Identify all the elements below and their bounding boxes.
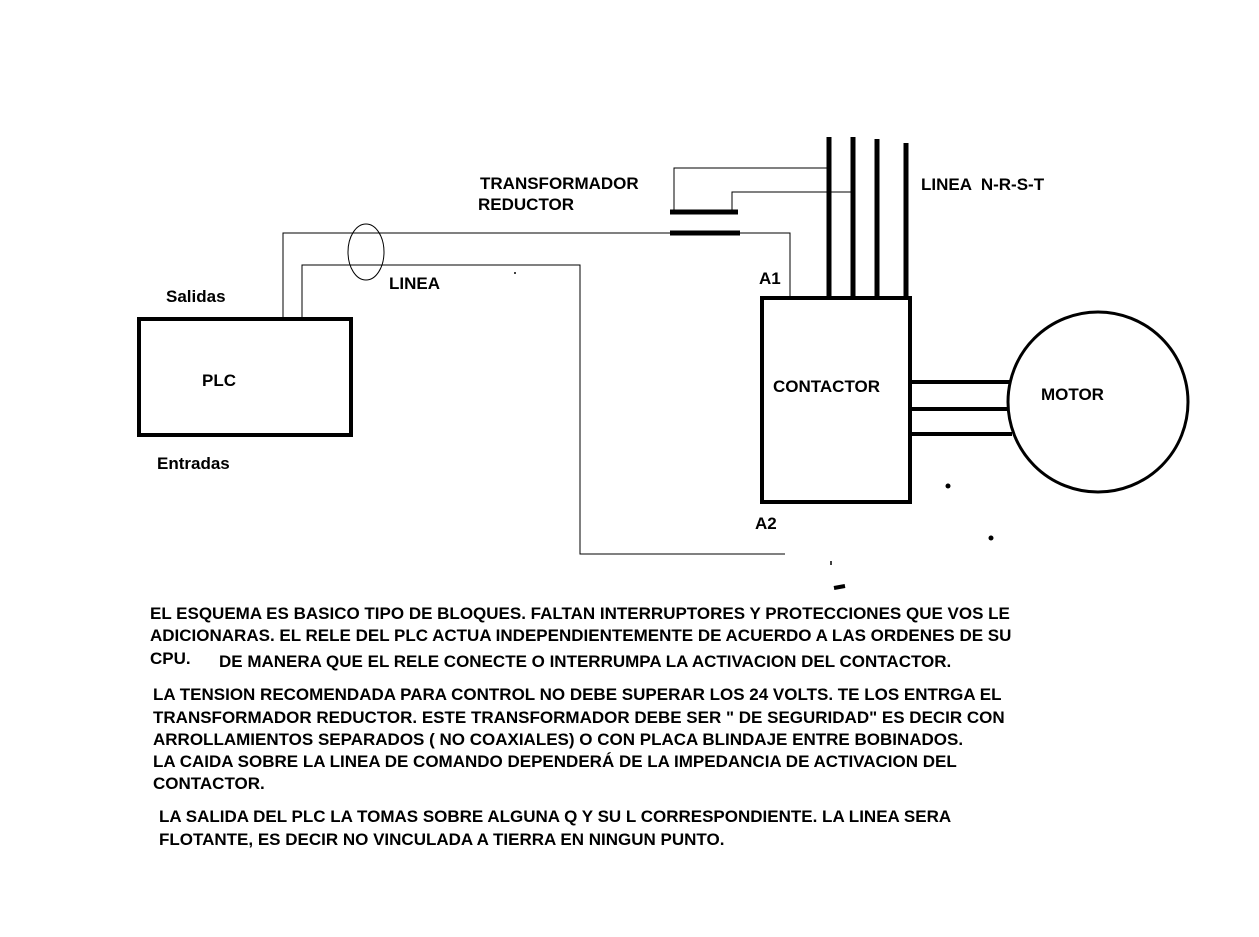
plc-inputs-label: Entradas	[157, 454, 230, 473]
motor-label: MOTOR	[1041, 385, 1104, 404]
stray-dot-1	[945, 483, 951, 489]
note-2-line-3: ARROLLAMIENTOS SEPARADOS ( NO COAXIALES)…	[153, 730, 963, 749]
stray-mark-3	[833, 584, 846, 590]
note-1-line-3b: DE MANERA QUE EL RELE CONECTE O INTERRUM…	[219, 652, 951, 671]
terminal-a1-label: A1	[759, 269, 781, 288]
control-wire-to-transformer	[282, 232, 670, 317]
motor-circle	[1006, 310, 1190, 494]
supply-label: LINEA N-R-S-T	[921, 175, 1045, 194]
note-3-line-1: LA SALIDA DEL PLC LA TOMAS SOBRE ALGUNA …	[159, 807, 951, 826]
note-2-line-5: CONTACTOR.	[153, 774, 265, 793]
note-1-line-1: EL ESQUEMA ES BASICO TIPO DE BLOQUES. FA…	[150, 604, 1010, 623]
terminal-a2-label: A2	[755, 514, 777, 533]
note-2-line-2: TRANSFORMADOR REDUCTOR. ESTE TRANSFORMAD…	[153, 708, 1005, 727]
note-2-line-4: LA CAIDA SOBRE LA LINEA DE COMANDO DEPEN…	[153, 752, 957, 771]
transformer-primary-feed-2	[731, 191, 853, 210]
stray-dot-2	[988, 535, 994, 541]
plc-outputs-label: Salidas	[166, 287, 226, 306]
control-wire-to-a2	[301, 264, 785, 555]
transformer-primary-feed-1	[673, 167, 829, 210]
note-1-line-2: ADICIONARAS. EL RELE DEL PLC ACTUA INDEP…	[150, 626, 1011, 645]
plc-label: PLC	[202, 371, 236, 390]
control-line-label: LINEA	[389, 274, 440, 293]
contactor-label: CONTACTOR	[773, 377, 880, 396]
transformer-label-line1: TRANSFORMADOR	[480, 174, 639, 193]
transformer-to-a1-wire	[740, 232, 791, 297]
transformer-label-line2: REDUCTOR	[478, 195, 574, 214]
plc-box	[137, 317, 353, 437]
note-1-line-3a: CPU.	[150, 649, 191, 668]
control-line-marker	[347, 223, 385, 281]
contactor-box	[760, 296, 912, 504]
note-3-line-2: FLOTANTE, ES DECIR NO VINCULADA A TIERRA…	[159, 830, 724, 849]
note-2-line-1: LA TENSION RECOMENDADA PARA CONTROL NO D…	[153, 685, 1001, 704]
